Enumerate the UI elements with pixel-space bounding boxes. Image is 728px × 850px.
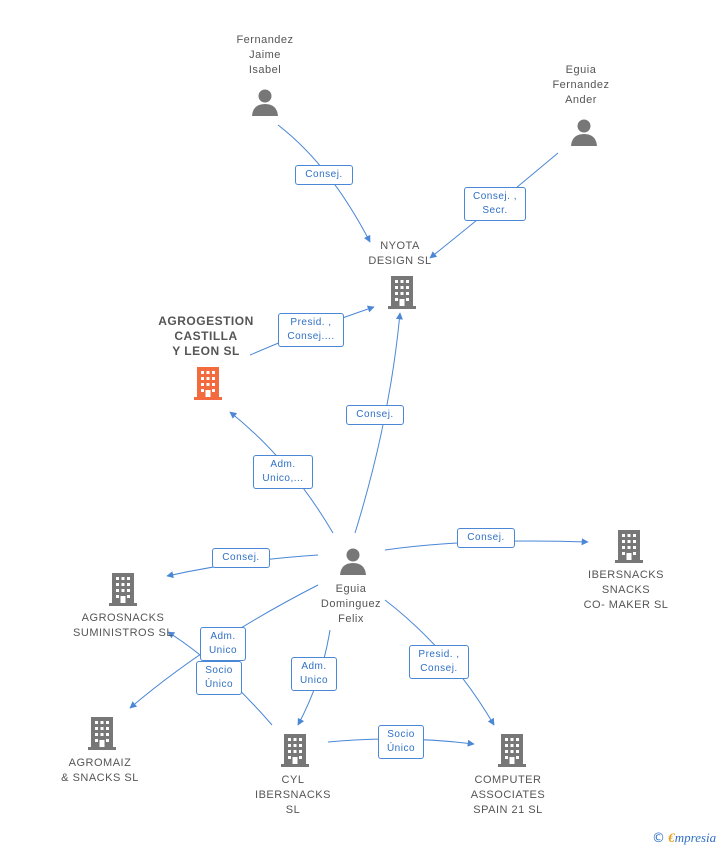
node-label-agrosnacks[interactable]: AGROSNACKS SUMINISTROS SL — [73, 612, 173, 639]
node-label-agromaiz[interactable]: AGROMAIZ & SNACKS SL — [61, 757, 139, 784]
copyright-symbol: © — [652, 831, 665, 846]
edge-label: Adm. Unico — [291, 657, 337, 691]
edge-label: Consej. — [457, 528, 515, 548]
edge-label: Socio Único — [196, 661, 242, 695]
edge-label: Consej. — [346, 405, 404, 425]
building-icon[interactable] — [387, 275, 417, 314]
edge-label: Socio Único — [378, 725, 424, 759]
building-icon[interactable] — [497, 733, 527, 772]
person-icon[interactable] — [250, 87, 280, 122]
node-label-eguia-dominguez-felix[interactable]: Eguia Dominguez Felix — [320, 583, 382, 625]
person-icon[interactable] — [569, 117, 599, 152]
edge-label: Consej. — [295, 165, 353, 185]
building-icon[interactable] — [280, 733, 310, 772]
node-label-cyl-ibersnacks[interactable]: CYL IBERSNACKS SL — [255, 774, 331, 816]
person-icon[interactable] — [338, 546, 368, 581]
node-label-fernandez-jaime-isabel[interactable]: Fernandez Jaime Isabel — [236, 34, 294, 76]
node-label-ibersnacks-snacks[interactable]: IBERSNACKS SNACKS CO- MAKER SL — [583, 569, 669, 611]
building-icon-highlighted[interactable] — [193, 366, 223, 405]
edge-label: Consej. , Secr. — [464, 187, 526, 221]
node-label-eguia-fernandez-ander[interactable]: Eguia Fernandez Ander — [552, 64, 610, 106]
brand-name: mpresia — [674, 830, 717, 845]
building-icon[interactable] — [108, 572, 138, 611]
brand-logo: © €mpresia — [652, 830, 716, 846]
node-label-computer-associates[interactable]: COMPUTER ASSOCIATES SPAIN 21 SL — [470, 774, 546, 816]
node-label-nyota-design[interactable]: NYOTA DESIGN SL — [368, 240, 432, 267]
edge-label: Presid. , Consej.... — [278, 313, 344, 347]
edge-label: Presid. , Consej. — [409, 645, 469, 679]
brand-initial: € — [668, 830, 675, 845]
building-icon[interactable] — [87, 716, 117, 755]
node-label-agrogestion[interactable]: AGROGESTION CASTILLA Y LEON SL — [158, 314, 254, 358]
building-icon[interactable] — [614, 529, 644, 568]
edge-label: Adm. Unico — [200, 627, 246, 661]
edge-label: Consej. — [212, 548, 270, 568]
edge-label: Adm. Unico,... — [253, 455, 313, 489]
